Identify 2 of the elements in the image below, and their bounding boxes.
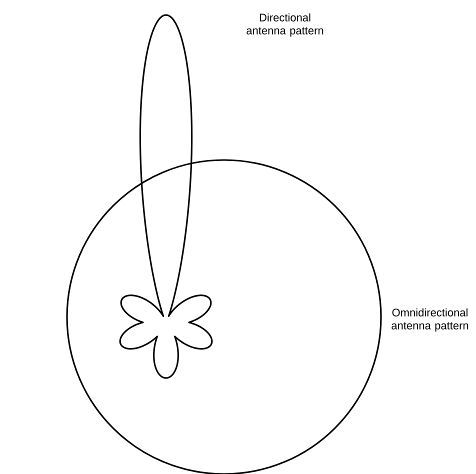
pattern-label: Omnidirectional antenna pattern — [392, 308, 468, 332]
pattern-label: Directional antenna pattern — [246, 13, 324, 37]
